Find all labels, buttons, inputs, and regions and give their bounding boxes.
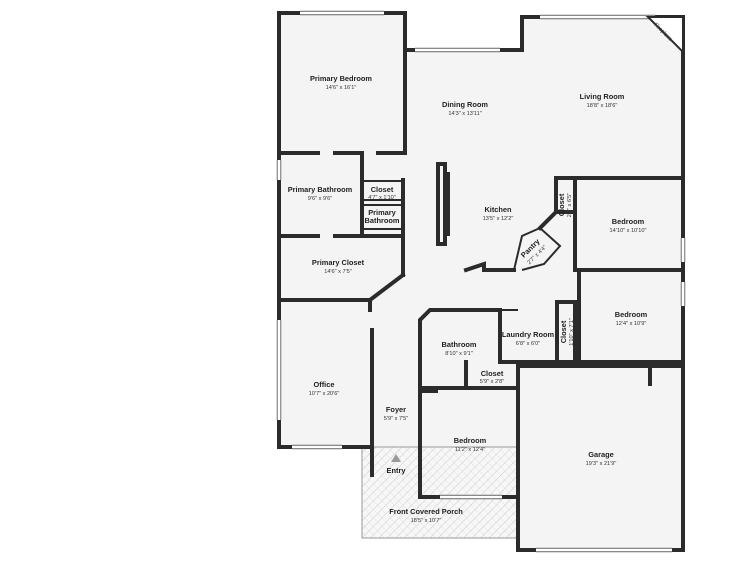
label-primary-closet: Primary Closet [312,258,365,267]
dim-office: 10'7" x 20'6" [309,391,340,397]
label-primary-bedroom: Primary Bedroom [310,74,372,83]
dim-foyer: 5'9" x 7'5" [384,416,408,422]
dim-bedroom3: 11'2" x 12'4" [455,447,485,453]
label-bathroom: Bathroom [442,340,477,349]
front-porch-area [361,446,519,539]
floor-area [279,13,683,550]
label-closet-bedroom2: Closet [559,320,568,343]
label-office: Office [314,380,335,389]
dim-kitchen: 13'5" x 12'2" [483,216,514,222]
dim-dining-room: 14'3" x 13'11" [448,111,481,117]
dim-closet-bedroom1: 2'0" x 6'5" [567,193,573,217]
label-laundry-room: Laundry Room [502,330,555,339]
dim-bedroom1: 14'10" x 10'10" [610,228,647,234]
label-primary-bathroom-small: Primary [368,208,396,217]
windows [276,10,686,553]
label-primary-bathroom: Primary Bathroom [288,185,353,194]
label-dining-room: Dining Room [442,100,488,109]
label-front-porch: Front Covered Porch [389,507,463,516]
dim-closet-hall: 5'9" x 2'8" [480,379,504,385]
label-bedroom1: Bedroom [612,217,645,226]
dim-bathroom: 8'10" x 9'1" [445,351,473,357]
dim-laundry-room: 6'8" x 6'0" [516,341,540,347]
label-bedroom3: Bedroom [454,436,487,445]
label-closet-primary: Closet [371,185,394,194]
dim-closet-primary: 4'7" x 1'10" [368,195,396,201]
label-closet-bedroom1: Closet [557,193,566,216]
dim-garage: 19'3" x 21'9" [586,461,617,467]
dim-living-room: 18'8" x 18'6" [587,103,618,109]
label-bedroom2: Bedroom [615,310,648,319]
label-foyer: Foyer [386,405,406,414]
dim-closet-bedroom2: 1'10" x 7'1" [569,318,575,346]
label-primary-bathroom-small-2: Bathroom [365,216,400,225]
entry-arrow-icon [391,454,401,462]
interior-walls [277,48,685,499]
label-entry: Entry [387,466,407,475]
dim-primary-closet: 14'6" x 7'5" [324,269,352,275]
label-living-room: Living Room [580,92,625,101]
dim-primary-bedroom: 14'6" x 16'1" [326,85,357,91]
dim-front-porch: 18'5" x 10'7" [411,518,442,524]
label-garage: Garage [588,450,613,459]
room-labels: Primary Bedroom 14'6" x 16'1" Dining Roo… [288,74,648,524]
label-closet-hall: Closet [481,369,504,378]
dim-bedroom2: 12'4" x 10'9" [616,321,647,327]
dim-primary-bathroom: 9'6" x 9'6" [308,196,332,202]
label-kitchen: Kitchen [484,205,512,214]
